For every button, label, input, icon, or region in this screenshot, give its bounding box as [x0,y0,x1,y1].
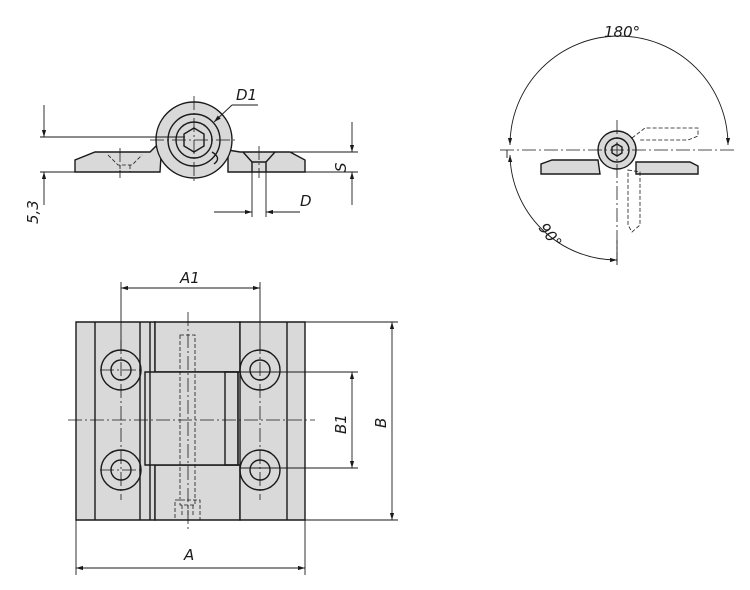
plan-right-leaf [239,321,306,521]
arc-180 [507,35,731,146]
hidden-pin-head [174,499,201,521]
rotation-view: 180° 90° [500,23,735,265]
side-countersink-left [107,154,143,166]
dim-d1-label: D1 [236,86,257,104]
phantom-leaf-90 [627,169,641,233]
arc-90 [507,154,618,263]
dim-d-label: D [300,192,312,210]
angle-right-label: 90° [535,219,566,251]
phantom-leaf-180 [631,127,699,141]
rotation-base-leaf [540,159,601,175]
side-view: 5,3 D1 S D [24,86,358,224]
dim-b1-label: B1 [332,414,350,434]
rotation-right-leaf [635,161,699,175]
dim-thickness-label: 5,3 [24,200,42,224]
plan-center-leaf-bottom [154,464,241,521]
dim-s-label: S [332,162,350,172]
dim-b-label: B [372,418,390,428]
plan-knuckle-band [144,371,239,466]
plan-center-leaf [154,321,241,373]
side-countersink-right [242,151,276,163]
knuckle-lip [211,151,219,165]
dim-a-label: A [183,546,194,564]
plan-view: A1 A B1 B [68,269,398,575]
side-hole-right [251,162,267,172]
side-left-wing [74,138,163,173]
dim-a1-label: A1 [179,269,200,287]
plan-tongue [224,371,239,466]
angle-open-label: 180° [604,23,640,41]
plan-left-leaf [75,321,156,521]
d1-leader [213,104,233,123]
hidden-pin [179,334,196,506]
